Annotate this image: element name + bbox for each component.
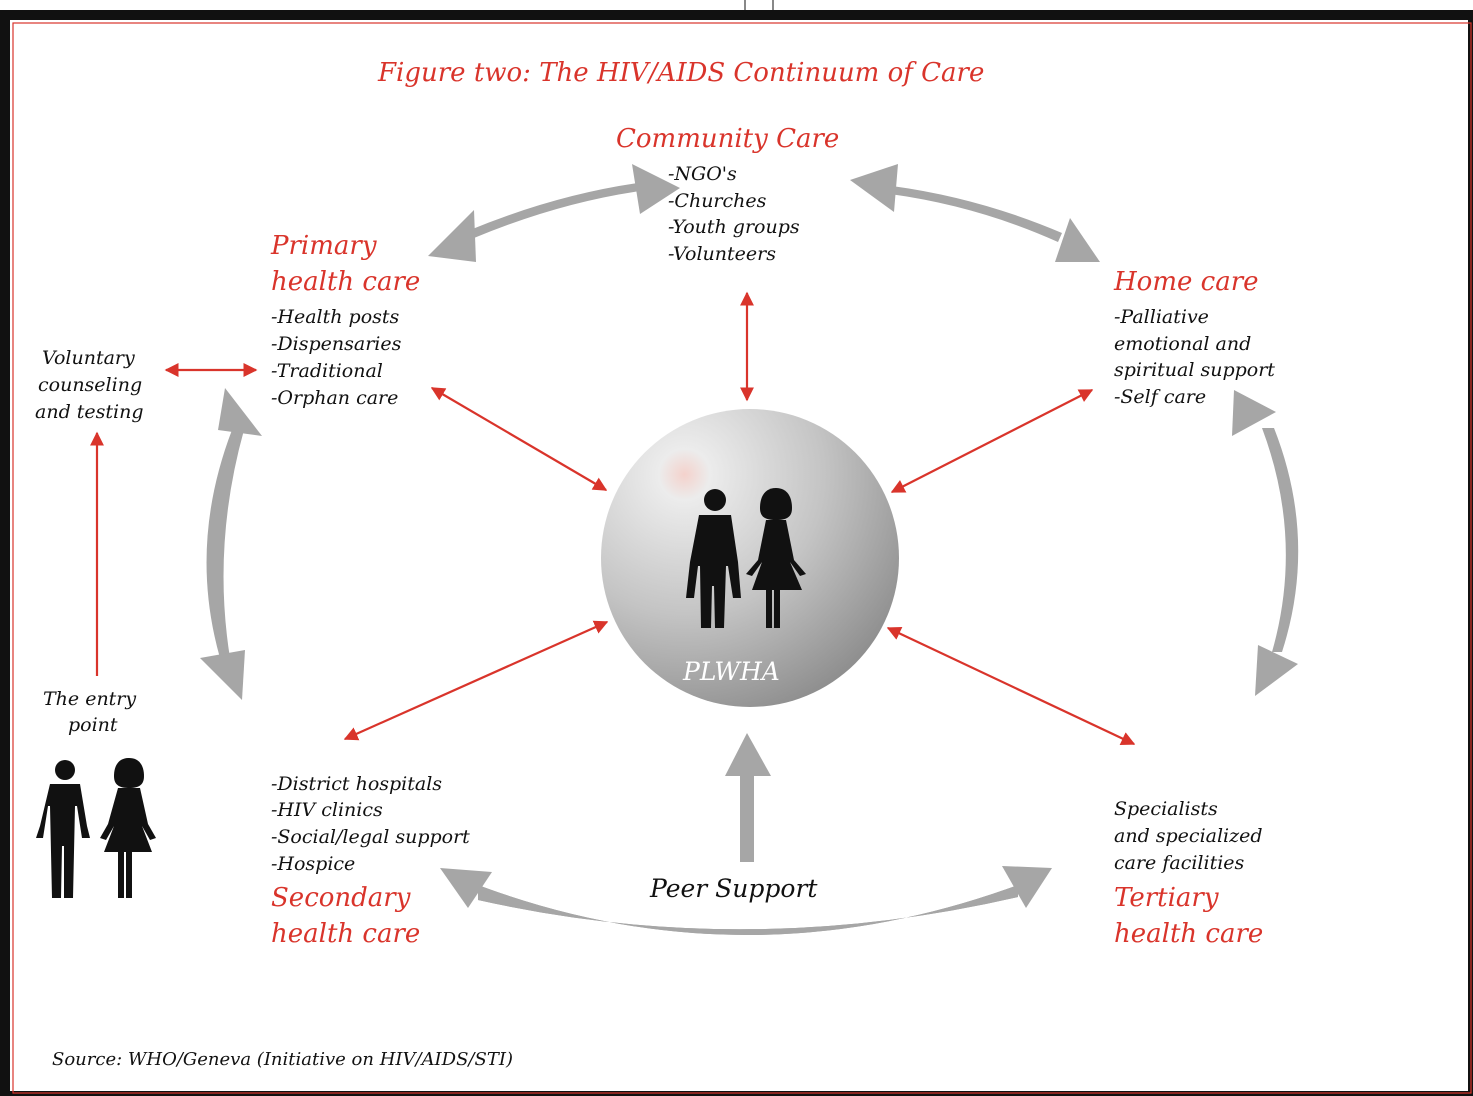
home-item: -Self care <box>1114 386 1206 408</box>
vct-line: counseling <box>38 374 142 396</box>
home-item: emotional and <box>1114 333 1251 355</box>
cycle-arrow-primary-community <box>428 164 680 262</box>
peer-support-arrow-cover <box>478 885 1018 935</box>
vct-line: Voluntary <box>42 347 135 369</box>
home-item: -Palliative <box>1114 306 1209 328</box>
peer-support-label: Peer Support <box>649 874 818 903</box>
secondary-item: -Social/legal support <box>271 826 470 848</box>
arrow-primary-plwha <box>430 387 608 491</box>
primary-item: -Health posts <box>271 306 400 328</box>
secondary-heading-line1: Secondary <box>271 883 411 913</box>
entry-point-line: The entry <box>43 688 136 710</box>
home-care-heading: Home care <box>1113 267 1259 297</box>
primary-heading-line1: Primary <box>270 231 377 261</box>
couple-icon <box>686 488 806 628</box>
community-item: -NGO's <box>668 163 737 185</box>
community-item: -Volunteers <box>668 243 776 265</box>
community-item: -Churches <box>668 190 767 212</box>
secondary-item: -District hospitals <box>271 773 442 795</box>
secondary-item: -HIV clinics <box>271 799 383 821</box>
arrow-tertiary-plwha <box>886 627 1136 745</box>
cycle-arrow-community-home <box>850 164 1100 262</box>
vct-line: and testing <box>35 401 144 423</box>
cycle-arrow-primary-secondary <box>200 388 262 700</box>
arrow-secondary-plwha <box>343 620 609 741</box>
tertiary-item: and specialized <box>1114 825 1263 847</box>
inner-frame <box>12 22 1472 1094</box>
primary-heading-line2: health care <box>271 267 420 297</box>
primary-item: -Dispensaries <box>271 333 402 355</box>
plwha-sphere <box>601 409 899 707</box>
peer-support-arrow <box>725 733 771 862</box>
secondary-heading-line2: health care <box>271 919 420 949</box>
tertiary-item: care facilities <box>1114 852 1245 874</box>
primary-item: -Orphan care <box>271 387 398 409</box>
cycle-arrow-home-tertiary <box>1232 390 1299 696</box>
arrow-home-plwha <box>890 389 1094 493</box>
community-care-heading: Community Care <box>616 124 839 154</box>
plwha-label: PLWHA <box>682 657 780 686</box>
outer-frame <box>0 10 1473 1096</box>
entry-point-line: point <box>68 714 118 736</box>
secondary-item: -Hospice <box>271 853 355 875</box>
entry-couple-icon <box>36 758 156 898</box>
community-item: -Youth groups <box>668 216 800 238</box>
tertiary-heading-line2: health care <box>1114 919 1263 949</box>
home-item: spiritual support <box>1114 359 1275 381</box>
primary-item: -Traditional <box>271 360 383 382</box>
tertiary-heading-line1: Tertiary <box>1114 883 1219 913</box>
tertiary-item: Specialists <box>1114 798 1218 820</box>
source-caption: Source: WHO/Geneva (Initiative on HIV/AI… <box>52 1049 513 1070</box>
figure-title: Figure two: The HIV/AIDS Continuum of Ca… <box>377 58 984 88</box>
man-figure-icon <box>36 760 90 898</box>
man-figure-icon <box>686 489 741 628</box>
woman-figure-icon <box>100 758 156 898</box>
woman-figure-icon <box>746 488 806 628</box>
